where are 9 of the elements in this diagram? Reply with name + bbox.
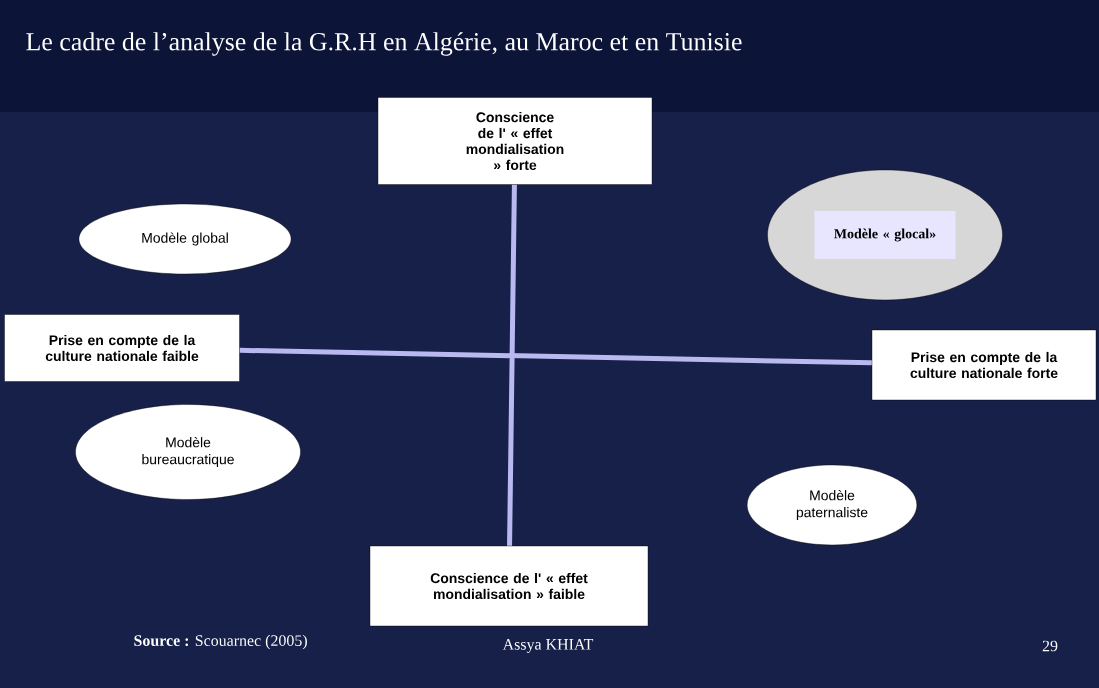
axis-line	[239, 347, 872, 366]
footer-text: Source : Scouarnec (2005)	[134, 634, 307, 650]
title: Le cadre de l’analyse de la G.R.H en Algérie, au Maroc et en Tunisie	[26, 32, 742, 56]
axis-label-box: Conscience de l' « effet mondialisation » forte	[377, 97, 653, 185]
axis-label-box: Conscience de l' « effet mondialisation » faible	[369, 545, 649, 627]
axis-label-box: Prise en compte de la culture nationale forte	[871, 329, 1097, 401]
axis-line	[507, 184, 517, 546]
footer-text: 29	[1042, 640, 1058, 652]
axis-label-box: Prise en compte de la culture nationale faible	[4, 314, 240, 382]
